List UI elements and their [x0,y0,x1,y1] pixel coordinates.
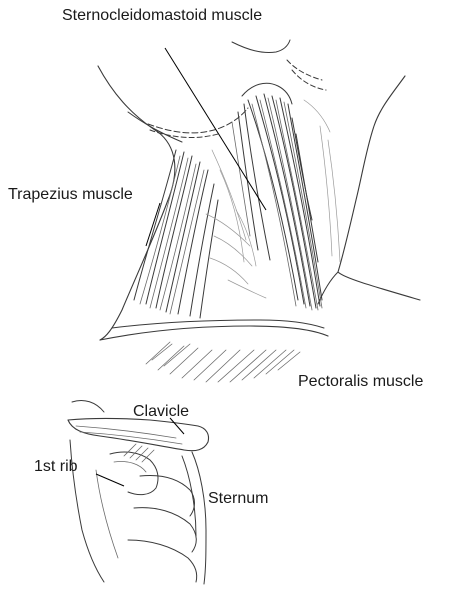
neck-right-contour [338,76,420,300]
label-trapezius: Trapezius muscle [8,187,133,203]
label-pectoralis: Pectoralis muscle [298,374,423,390]
label-sternocleidomastoid: Sternocleidomastoid muscle [62,8,262,24]
first-rib-detail [114,461,146,472]
clavicle-detail-2 [80,432,182,444]
sternum-edge [192,452,206,584]
jawline-left-2 [150,130,218,137]
trapezius-fibres [134,150,218,318]
leader-clavicle [170,418,184,434]
neck-left-inner-contour [128,112,182,142]
jaw-curve [242,83,292,104]
shoulder-top [72,400,104,412]
shoulder-right-contour [318,272,338,304]
chin-outline [232,40,290,53]
thorax-illustration [68,400,209,584]
leader-sternocleidomastoid [165,48,266,210]
rib-2 [140,476,195,516]
label-first-rib: 1st rib [34,459,78,475]
thorax-left-contour-2 [96,470,118,558]
label-sternum: Sternum [208,491,268,507]
neck-illustration [98,40,420,340]
sternocleidomastoid-fibres [232,94,322,310]
first-rib-shape [110,452,158,495]
leader-first-rib [96,474,124,486]
rib-4 [128,540,197,582]
sternum-edge-2 [182,456,196,536]
label-clavicle: Clavicle [133,404,189,420]
neck-base-line [100,326,328,340]
pectoralis-hatching [146,342,300,382]
clavicle-shape [68,419,209,451]
